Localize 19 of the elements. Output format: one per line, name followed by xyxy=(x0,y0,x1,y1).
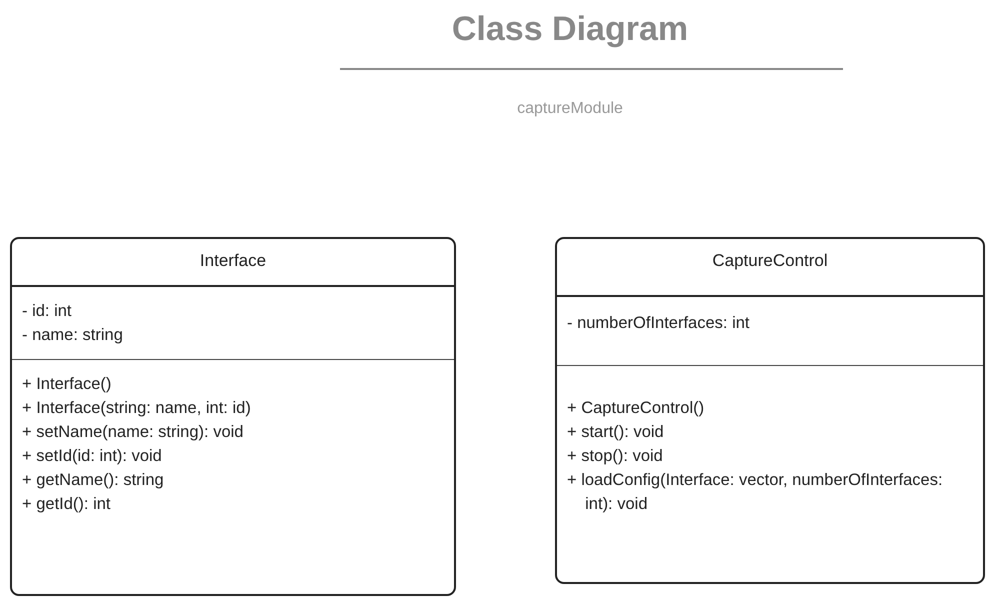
class-box xyxy=(555,237,985,584)
attribute-text: - name: string xyxy=(22,325,124,346)
subtitle-label: captureModule xyxy=(516,100,624,118)
class-name: Interface xyxy=(198,251,268,271)
method-text: + setName(name: string): void xyxy=(22,422,244,443)
method-text: + Interface(string: name, int: id) xyxy=(22,398,252,419)
diagram-title: Class Diagram xyxy=(450,10,690,49)
class-box xyxy=(10,237,456,596)
method-text: + CaptureControl() xyxy=(567,398,706,419)
method-text: + setId(id: int): void xyxy=(22,446,163,467)
method-text: + getId(): int xyxy=(22,494,112,515)
attribute-text: - numberOfInterfaces: int xyxy=(567,313,750,334)
method-text: + loadConfig(Interface: vector, numberOfInterfaces: int): void xyxy=(567,470,944,515)
method-text: + Interface() xyxy=(22,374,112,395)
method-text: + start(): void xyxy=(567,422,665,443)
class-name: CaptureControl xyxy=(711,251,829,271)
method-text: + stop(): void xyxy=(567,446,664,467)
attribute-text: - id: int xyxy=(22,301,73,322)
method-text: + getName(): string xyxy=(22,470,165,491)
